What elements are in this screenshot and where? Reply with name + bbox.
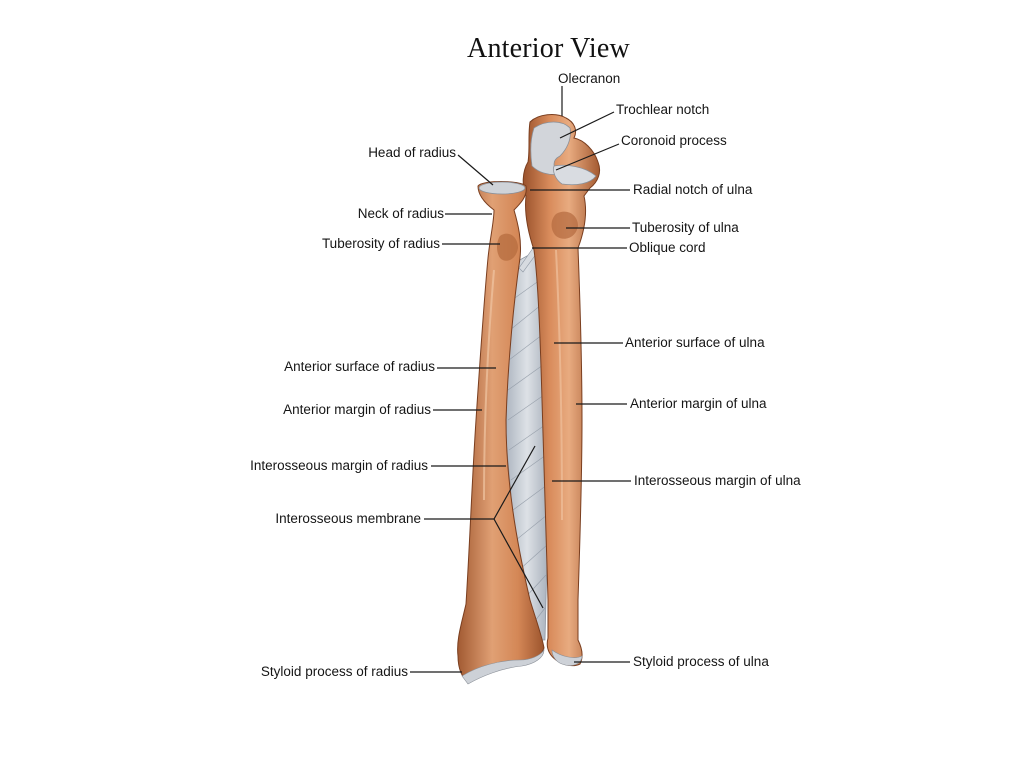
label-radial-notch-of-ulna: Radial notch of ulna [633,182,753,197]
page-title: Anterior View [467,33,630,64]
coronoid-process-shape [553,164,597,186]
label-trochlear-notch: Trochlear notch [616,102,710,117]
label-tuberosity-of-ulna: Tuberosity of ulna [632,220,739,235]
leader-head-of-radius [457,154,494,186]
label-coronoid-process: Coronoid process [621,133,727,148]
label-anterior-margin-of-radius: Anterior margin of radius [283,402,431,417]
label-interosseous-margin-of-radius: Interosseous margin of radius [250,458,428,473]
trochlear-notch-shape [530,121,571,175]
label-anterior-surface-of-radius: Anterior surface of radius [284,359,435,374]
label-olecranon: Olecranon [558,71,621,86]
label-neck-of-radius: Neck of radius [357,206,444,221]
leader-coronoid-process [555,143,620,171]
label-oblique-cord: Oblique cord [629,240,706,255]
label-interosseous-margin-of-ulna: Interosseous margin of ulna [634,473,801,488]
radius-head-cartilage [478,181,526,195]
leader-lines [410,86,631,673]
label-styloid-process-of-radius: Styloid process of radius [260,664,408,679]
leader-trochlear-notch [559,111,615,139]
label-styloid-process-of-ulna: Styloid process of ulna [633,654,769,669]
label-anterior-surface-of-ulna: Anterior surface of ulna [625,335,765,350]
radius-distal-cartilage [461,649,545,685]
title-area: Anterior View [0,0,1024,80]
radius-tuberosity-shape [497,233,518,261]
label-interosseous-membrane: Interosseous membrane [275,511,421,526]
label-anterior-margin-of-ulna: Anterior margin of ulna [630,396,767,411]
ulna-tuberosity-shape [551,211,578,239]
label-tuberosity-of-radius: Tuberosity of radius [321,236,440,251]
label-head-of-radius: Head of radius [368,145,456,160]
